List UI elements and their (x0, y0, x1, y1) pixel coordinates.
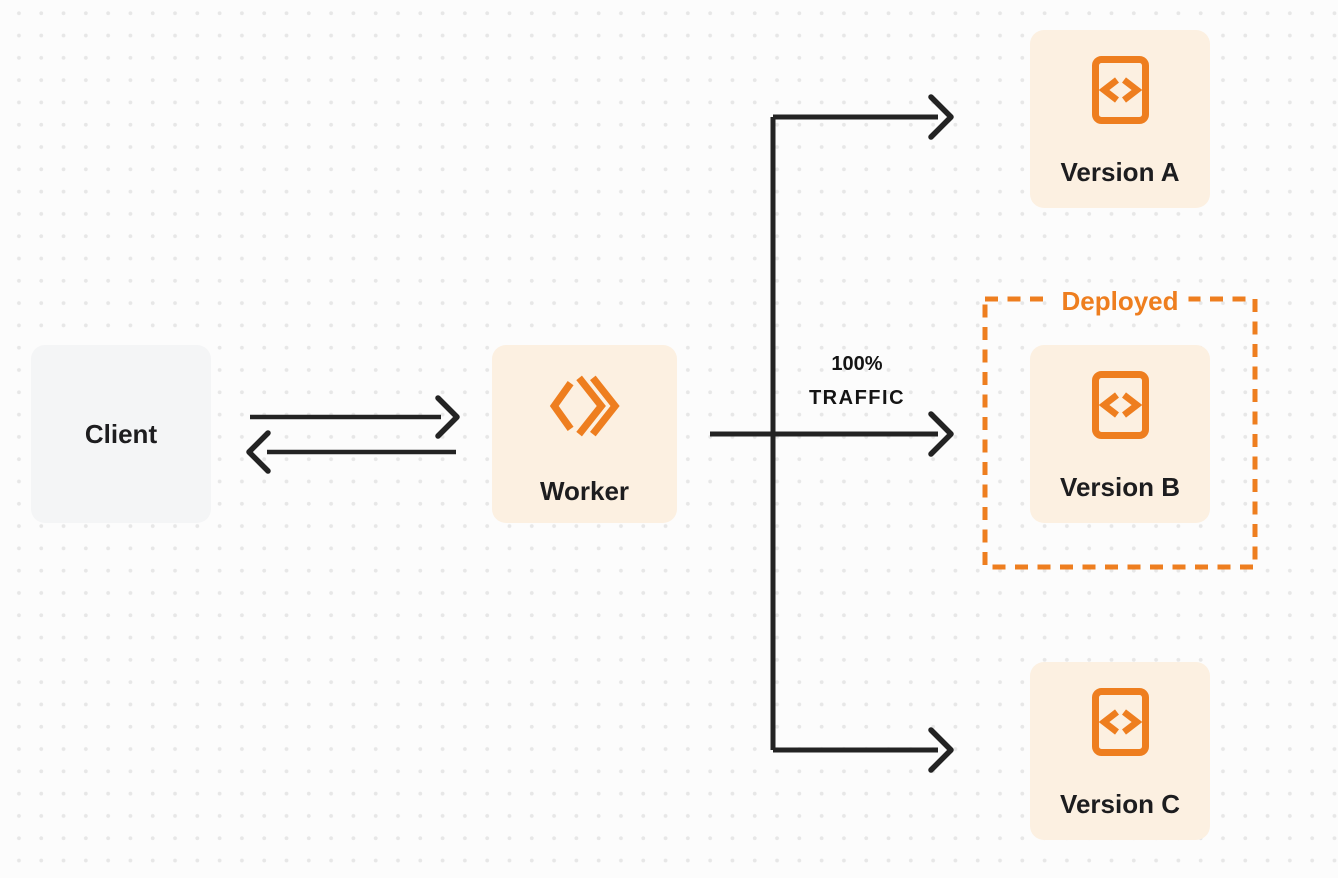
deployed-label: Deployed (1051, 286, 1189, 316)
request-arrow (250, 395, 460, 439)
branch-bottom-arrow (773, 727, 954, 773)
branch-top-arrow (773, 94, 954, 140)
node-version-c: Version C (1030, 662, 1210, 840)
node-worker: Worker (492, 345, 677, 523)
node-version-a: Version A (1030, 30, 1210, 208)
node-version-b: Version B (1030, 345, 1210, 523)
arrowhead-top-icon (928, 94, 954, 140)
branch-middle-arrow (710, 411, 954, 457)
workers-logo-icon (549, 375, 620, 437)
code-file-icon (1091, 371, 1149, 439)
version-a-label: Version A (1060, 157, 1180, 187)
response-arrow (246, 430, 456, 474)
traffic-percentage-label: 100% TRAFFIC (747, 347, 967, 415)
code-file-icon (1091, 688, 1149, 756)
node-client: Client (31, 345, 211, 523)
arrowhead-bottom-icon (928, 727, 954, 773)
traffic-percent-text: 100% (831, 353, 883, 375)
worker-label: Worker (539, 476, 630, 506)
arrowhead-middle-icon (928, 411, 954, 457)
client-label: Client (84, 419, 158, 449)
arrowhead-left-icon (246, 430, 271, 474)
arrowhead-right-icon (435, 395, 460, 439)
code-file-icon (1091, 56, 1149, 124)
version-b-label: Version B (1060, 472, 1180, 502)
version-c-label: Version C (1060, 789, 1180, 819)
traffic-word-text: TRAFFIC (808, 387, 906, 409)
